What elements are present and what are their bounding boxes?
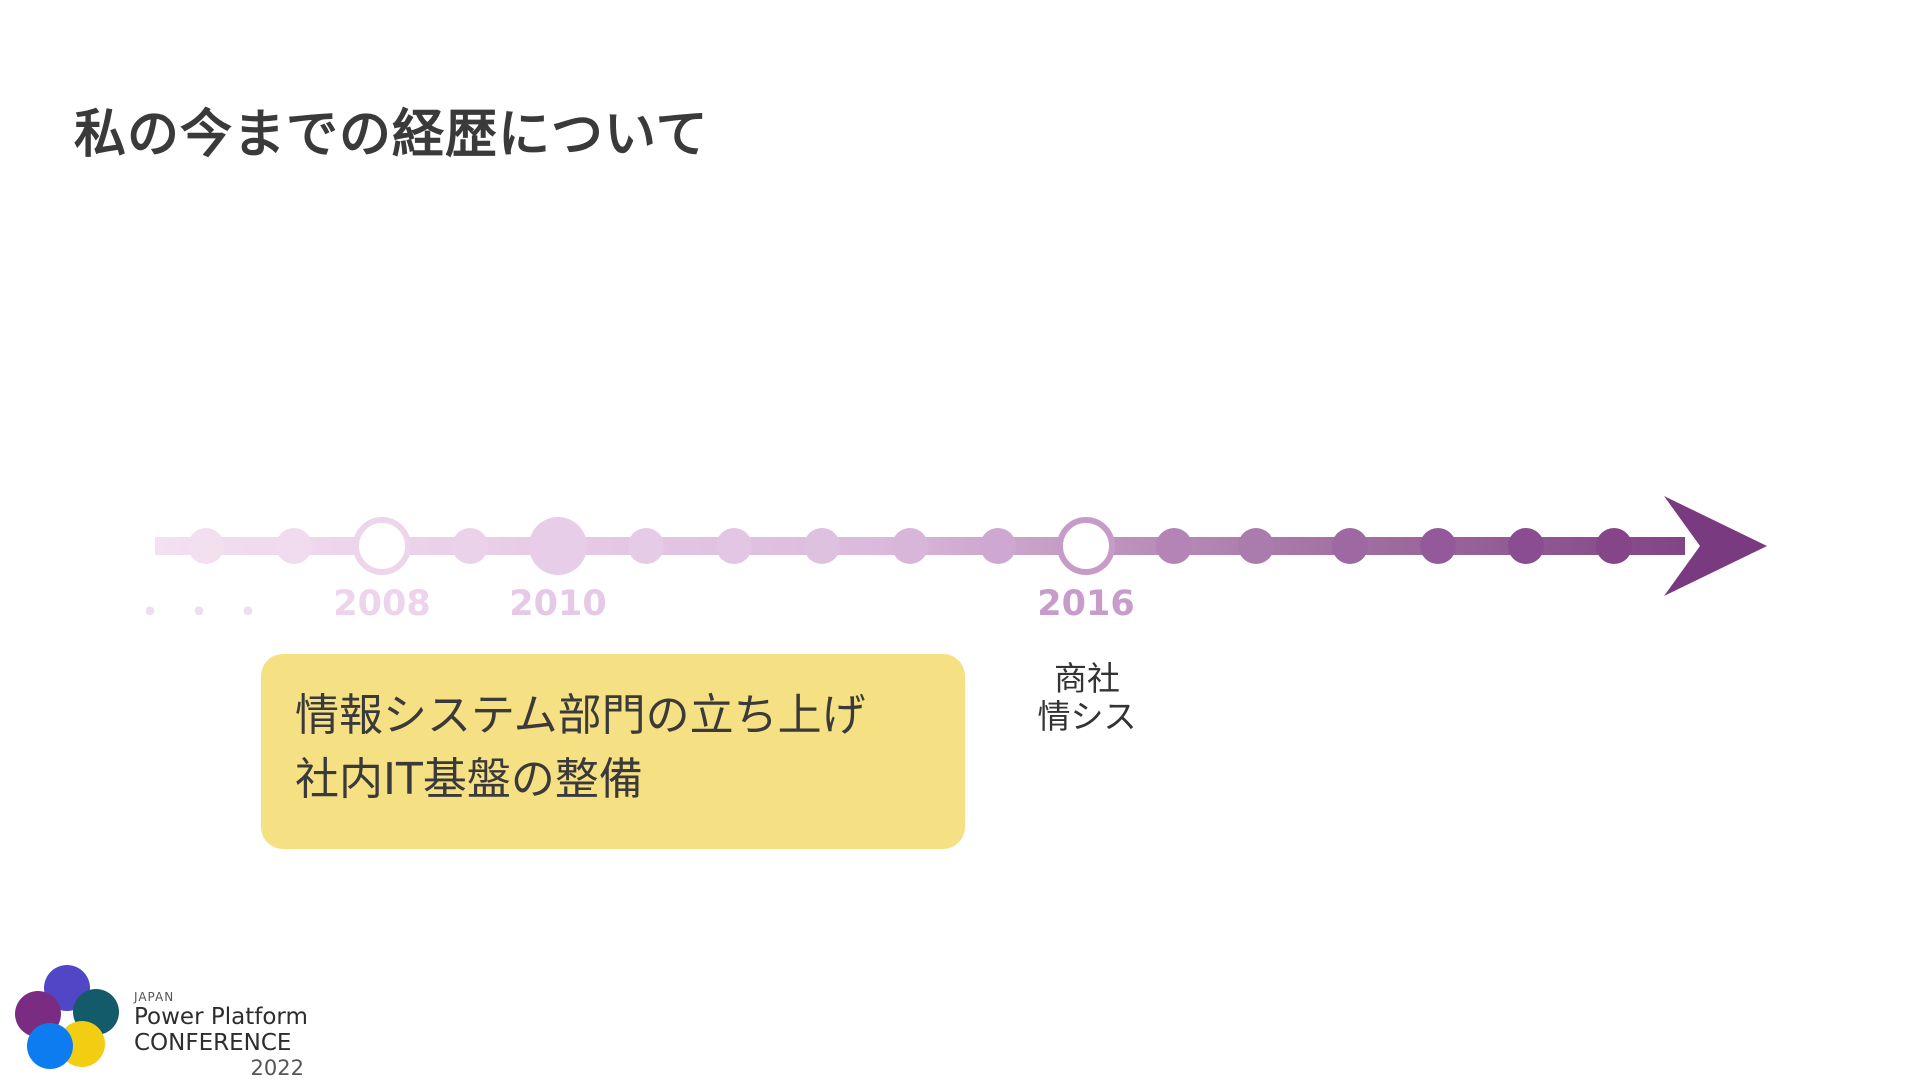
timeline-marker-2016 — [1057, 517, 1115, 575]
year-ellipsis: ・・・ — [132, 593, 280, 633]
company-note-line-1: 商社 — [1054, 659, 1120, 698]
company-note-line-2: 情シス — [1037, 697, 1137, 736]
conference-logo: JAPAN Power Platform CONFERENCE 2022 — [12, 962, 312, 1080]
timeline-dot-16 — [1508, 528, 1544, 564]
timeline-dot-14 — [1332, 528, 1368, 564]
timeline-dot-9 — [892, 528, 928, 564]
logo-circles-icon — [15, 965, 119, 1069]
year-label-2010: 2010 — [509, 584, 607, 624]
timeline-dot-13 — [1238, 528, 1274, 564]
logo-line-1: Power Platform — [134, 1004, 308, 1030]
timeline-dot-10 — [980, 528, 1016, 564]
timeline-arrowhead — [1664, 496, 1767, 596]
slide-title: 私の今までの経歴について — [74, 105, 709, 165]
timeline-dot-4 — [452, 528, 488, 564]
event-line-1: 情報システム部門の立ち上げ — [295, 690, 866, 741]
timeline-dot-1 — [188, 528, 224, 564]
company-note: 商社 情シス — [1038, 660, 1137, 736]
timeline-dot-6 — [628, 528, 664, 564]
event-line-2: 社内IT基盤の整備 — [295, 754, 643, 805]
timeline-dot-7 — [716, 528, 752, 564]
timeline-marker-2010 — [529, 517, 587, 575]
timeline-marker-2008 — [353, 517, 411, 575]
event-box: 情報システム部門の立ち上げ 社内IT基盤の整備 — [261, 654, 965, 849]
year-label-2008: 2008 — [333, 584, 431, 624]
timeline-dot-2 — [276, 528, 312, 564]
timeline-dot-17 — [1596, 528, 1632, 564]
timeline-dot-15 — [1420, 528, 1456, 564]
logo-small-text: JAPAN — [134, 990, 175, 1004]
logo-year: 2022 — [250, 1056, 304, 1080]
logo-line-2: CONFERENCE — [134, 1030, 292, 1056]
timeline-dot-12 — [1156, 528, 1192, 564]
year-label-2016: 2016 — [1037, 584, 1135, 624]
timeline-dot-8 — [804, 528, 840, 564]
